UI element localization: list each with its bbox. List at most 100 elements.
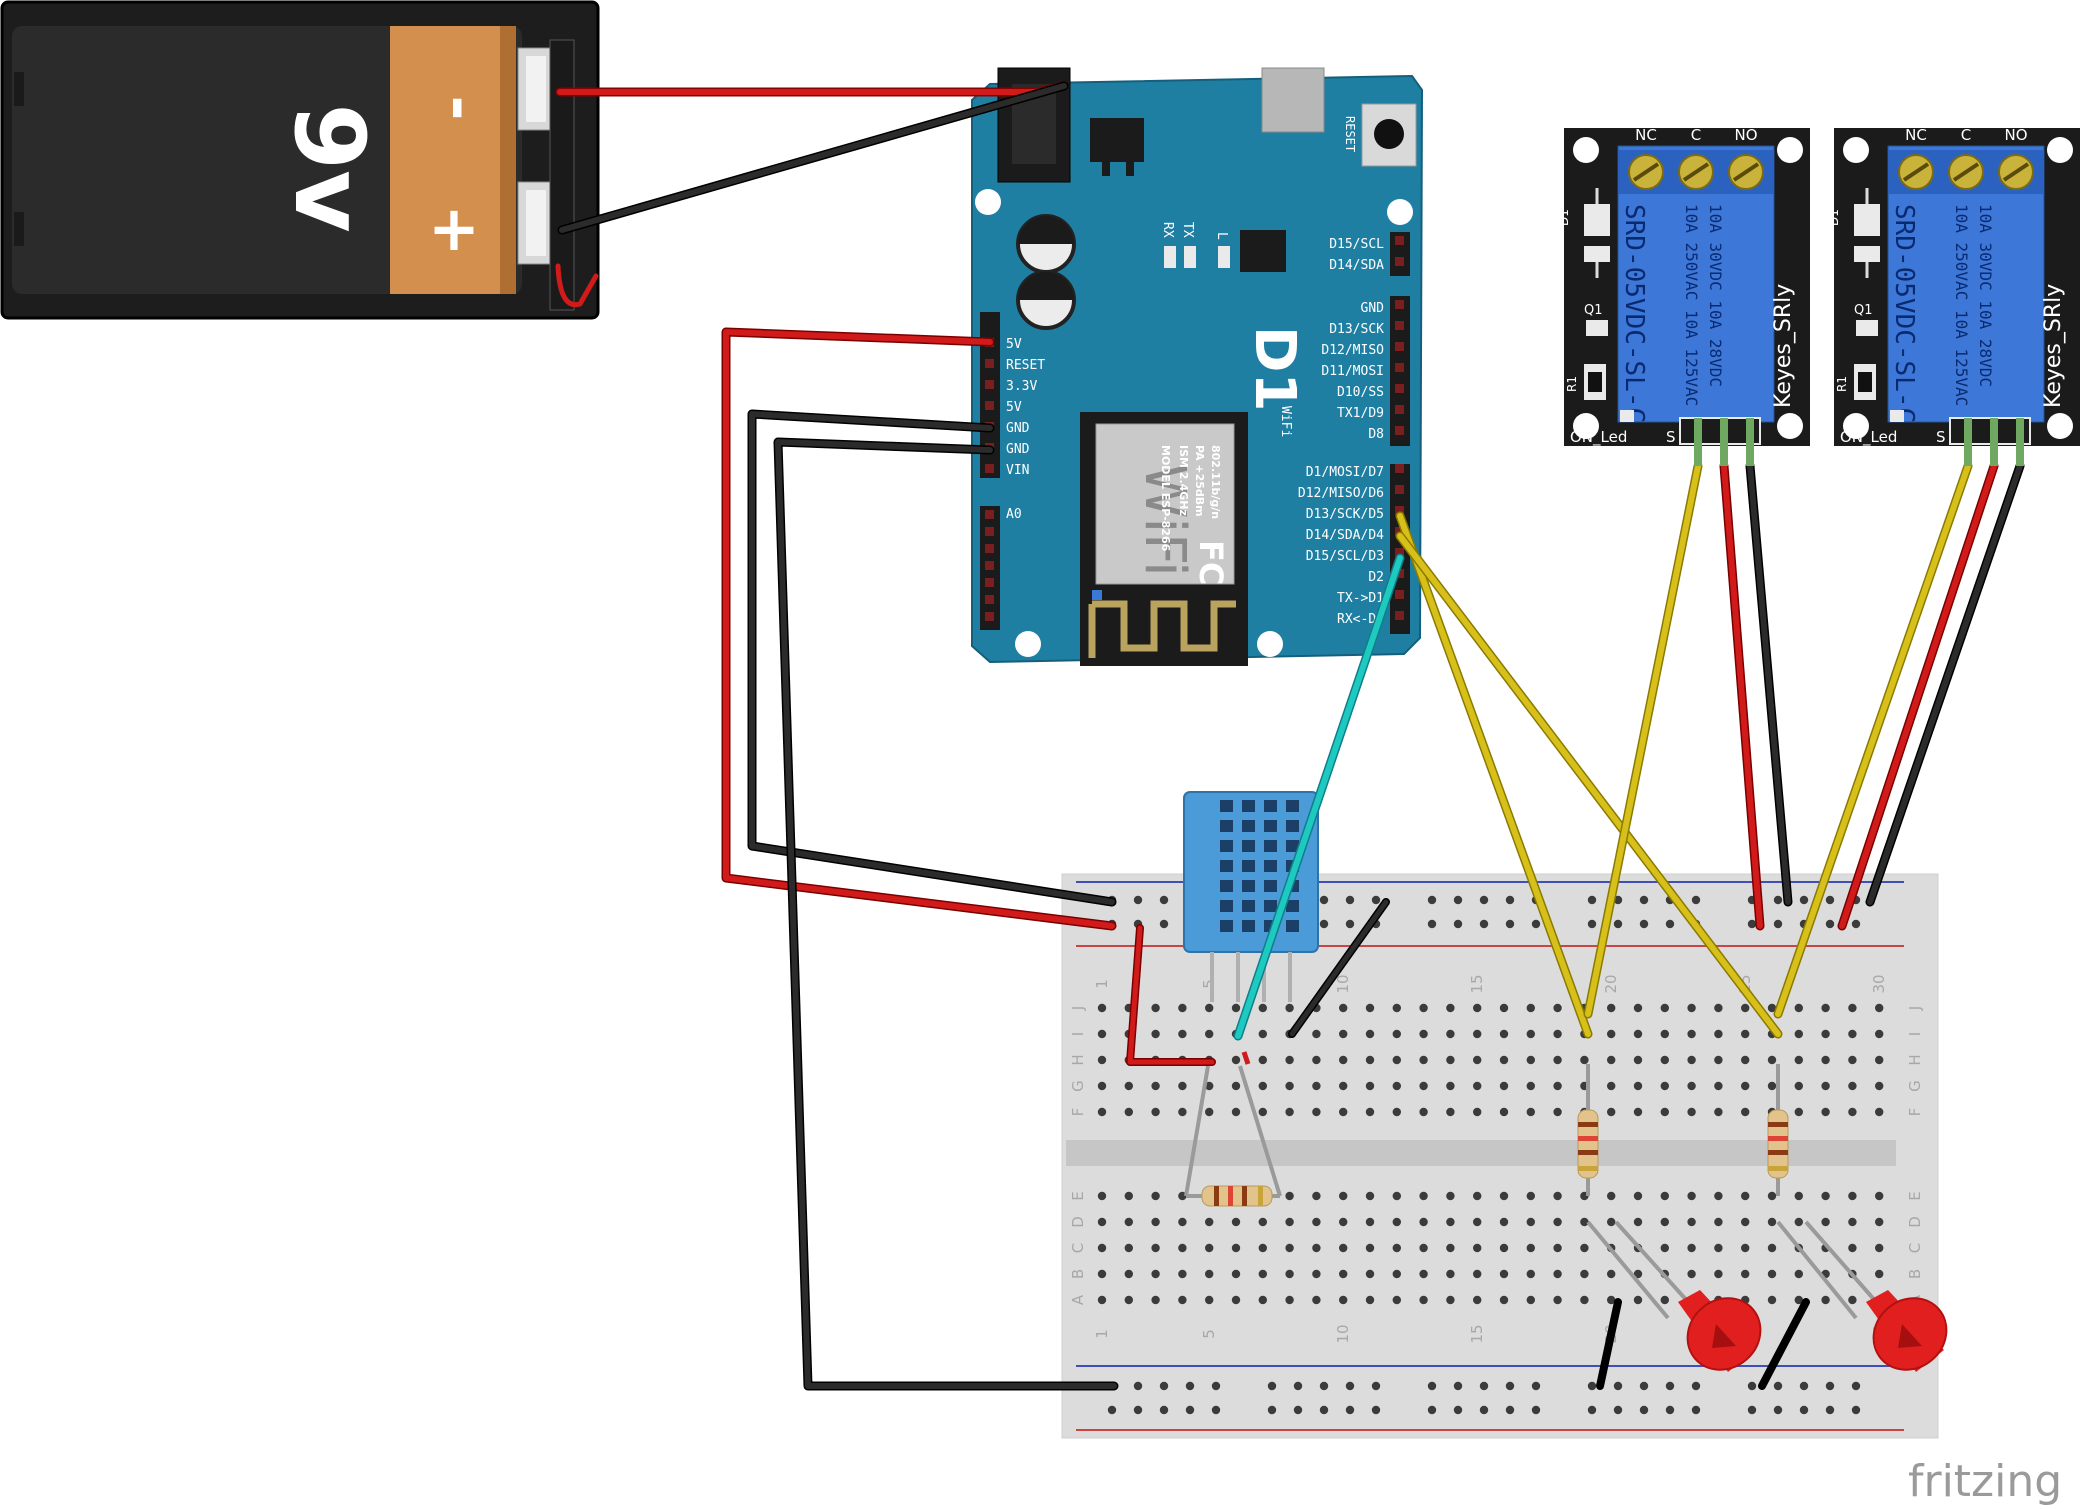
breadboard-hole bbox=[1258, 1003, 1268, 1013]
breadboard-hole bbox=[1205, 1003, 1214, 1013]
breadboard-hole bbox=[1097, 1191, 1107, 1201]
breadboard-hole bbox=[1660, 1081, 1670, 1091]
rail-hole bbox=[1345, 1405, 1355, 1415]
row-letter: D bbox=[1906, 1216, 1924, 1228]
breadboard-hole bbox=[1178, 1029, 1187, 1039]
row-letter: J bbox=[1069, 1006, 1087, 1011]
breadboard-hole bbox=[1339, 1269, 1348, 1279]
breadboard-hole bbox=[1848, 1295, 1857, 1305]
header-pin bbox=[1395, 300, 1404, 309]
left-pin-label: GND bbox=[1006, 421, 1030, 436]
rail-hole bbox=[1747, 919, 1757, 929]
breadboard-hole bbox=[1848, 1029, 1857, 1039]
breadboard-hole bbox=[1285, 1003, 1294, 1013]
right-pin-label: D13/SCK bbox=[1329, 322, 1384, 337]
rail-hole bbox=[1665, 1405, 1675, 1415]
sensor-vent bbox=[1264, 820, 1277, 832]
left-pin-label: 5V bbox=[1006, 337, 1022, 352]
breadboard-hole bbox=[1097, 1029, 1107, 1039]
module-model-text: MODEL ESP-8266 bbox=[1159, 445, 1172, 552]
breadboard-hole bbox=[1097, 1217, 1107, 1227]
breadboard-hole bbox=[1151, 1081, 1160, 1091]
rail-hole bbox=[1427, 1405, 1437, 1415]
battery-terminal-positive bbox=[517, 181, 553, 265]
breadboard-hole bbox=[1258, 1269, 1268, 1279]
breadboard-hole bbox=[1687, 1269, 1696, 1279]
header-pin bbox=[985, 578, 994, 587]
breadboard-hole bbox=[1312, 1269, 1321, 1279]
column-number: 5 bbox=[1200, 1329, 1218, 1339]
breadboard-hole bbox=[1473, 1269, 1482, 1279]
breadboard-hole bbox=[1365, 1055, 1375, 1065]
breadboard-hole bbox=[1258, 1055, 1268, 1065]
breadboard-hole bbox=[1392, 1029, 1402, 1039]
breadboard-hole bbox=[1875, 1029, 1884, 1039]
right-pin-label: D15/SCL/D3 bbox=[1306, 549, 1384, 564]
breadboard-hole bbox=[1178, 1295, 1187, 1305]
right-pin-label: D2 bbox=[1368, 570, 1384, 585]
breadboard-hole bbox=[1660, 1029, 1670, 1039]
rail-hole bbox=[1531, 1405, 1541, 1415]
row-letter: B bbox=[1069, 1269, 1087, 1279]
rail-hole bbox=[1371, 1381, 1381, 1391]
esp8266-module: WiFi MODEL ESP-8266 ISM 2.4GHz PA +25dBm… bbox=[1080, 412, 1248, 666]
right-pin-label: TX->D1 bbox=[1337, 591, 1384, 606]
column-number: 1 bbox=[1093, 979, 1111, 989]
breadboard-hole bbox=[1097, 1081, 1107, 1091]
reset-button[interactable] bbox=[1361, 103, 1417, 167]
rail-hole bbox=[1851, 1405, 1861, 1415]
header-pin bbox=[985, 595, 994, 604]
breadboard-hole bbox=[1848, 1003, 1857, 1013]
breadboard-hole bbox=[1714, 1243, 1723, 1253]
breadboard-hole bbox=[1285, 1243, 1294, 1253]
breadboard-hole bbox=[1258, 1243, 1268, 1253]
sensor-vent bbox=[1264, 800, 1277, 812]
relay2-r1-label: R1 bbox=[1835, 376, 1849, 392]
relay1-spec1: 10A 250VAC 10A 125VAC bbox=[1682, 204, 1701, 406]
breadboard-hole bbox=[1553, 1217, 1562, 1227]
breadboard-hole bbox=[1473, 1003, 1482, 1013]
left-pin-label: 5V bbox=[1006, 400, 1022, 415]
rail-hole bbox=[1371, 895, 1381, 905]
relay2-nc-label: NC bbox=[1905, 126, 1927, 144]
led-red-2 bbox=[1776, 1220, 1948, 1372]
breadboard-hole bbox=[1687, 1191, 1696, 1201]
breadboard-hole bbox=[1392, 1191, 1402, 1201]
breadboard-hole bbox=[1178, 1243, 1187, 1253]
breadboard-hole bbox=[1848, 1217, 1857, 1227]
rail-hole bbox=[1505, 895, 1515, 905]
breadboard-hole bbox=[1660, 1107, 1670, 1117]
rail-hole bbox=[1185, 1381, 1195, 1391]
rail-hole bbox=[1479, 895, 1489, 905]
right-pin-label: D13/SCK/D5 bbox=[1306, 507, 1384, 522]
breadboard-hole bbox=[1607, 1217, 1616, 1227]
rail-hole bbox=[1479, 919, 1489, 929]
right-pin-label: D8 bbox=[1368, 427, 1384, 442]
rail-hole bbox=[1773, 919, 1783, 929]
rail-hole bbox=[1211, 1405, 1221, 1415]
breadboard-hole bbox=[1124, 1217, 1134, 1227]
module-pa-text: PA +25dBm bbox=[1193, 445, 1206, 517]
rail-hole bbox=[1639, 1381, 1649, 1391]
breadboard-hole bbox=[1526, 1081, 1536, 1091]
rail-hole bbox=[1773, 1381, 1783, 1391]
breadboard-hole bbox=[1499, 1243, 1509, 1253]
breadboard-hole bbox=[1741, 1081, 1750, 1091]
rail-hole bbox=[1159, 895, 1169, 905]
breadboard-hole bbox=[1660, 1295, 1670, 1305]
rail-hole bbox=[1587, 1405, 1597, 1415]
column-number: 10 bbox=[1334, 974, 1352, 993]
module-wifi-text: WiFi bbox=[1132, 463, 1197, 576]
breadboard-hole bbox=[1607, 1055, 1616, 1065]
breadboard-hole bbox=[1553, 1055, 1562, 1065]
rail-hole bbox=[1825, 895, 1835, 905]
breadboard-hole bbox=[1178, 1081, 1187, 1091]
breadboard-hole bbox=[1473, 1029, 1482, 1039]
rail-hole bbox=[1799, 1381, 1809, 1391]
right-pin-label: D11/MOSI bbox=[1321, 364, 1384, 379]
rail-hole bbox=[1505, 1381, 1515, 1391]
rail-hole bbox=[1613, 1405, 1623, 1415]
rail-hole bbox=[1319, 895, 1329, 905]
breadboard-hole bbox=[1821, 1029, 1830, 1039]
rail-hole bbox=[1613, 895, 1623, 905]
